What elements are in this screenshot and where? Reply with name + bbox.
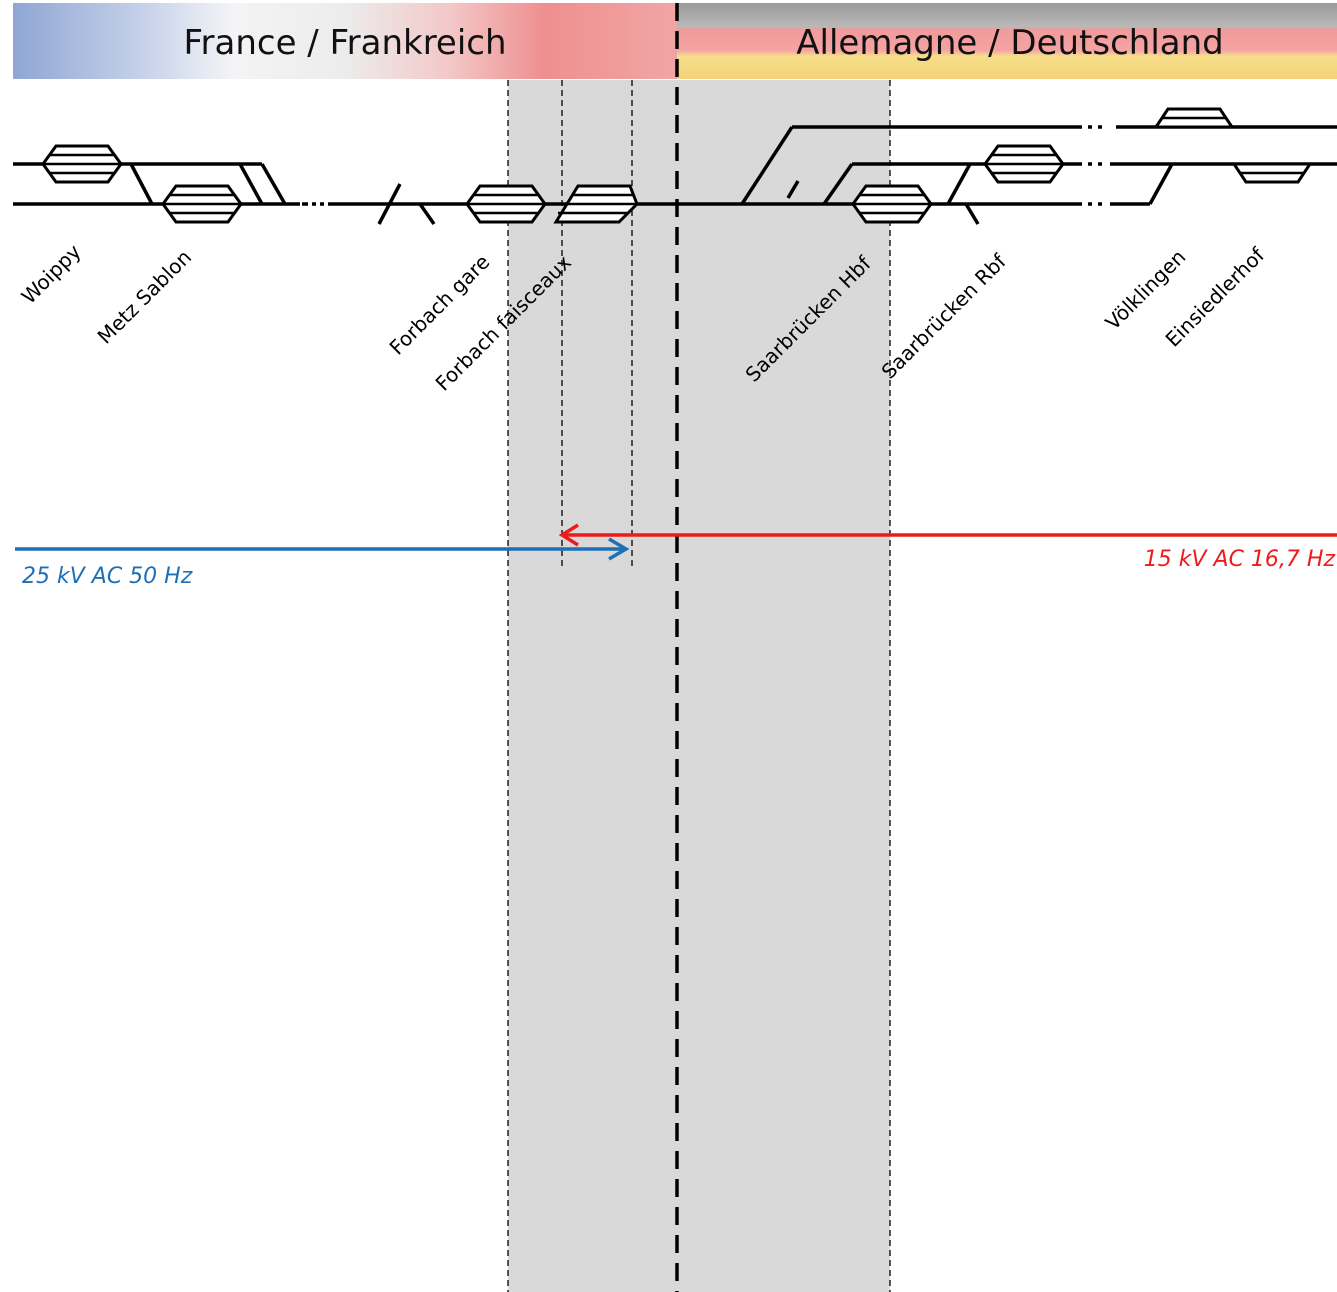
germany-flag-banner bbox=[677, 3, 1337, 79]
platform-forbach-faisceaux bbox=[553, 184, 639, 224]
platform-forbach-gare bbox=[465, 184, 547, 224]
country-label-germany: Allemagne / Deutschland bbox=[796, 23, 1224, 63]
platform-einsiedlerhof bbox=[1231, 162, 1313, 184]
transition-zone bbox=[508, 80, 890, 1292]
station-label: Woippy bbox=[17, 239, 86, 308]
platform-voelklingen bbox=[1153, 107, 1235, 129]
station-label: Metz Sablon bbox=[93, 245, 197, 349]
platform-saarbruecken-rbf bbox=[983, 144, 1065, 184]
france-voltage-label: 25 kV AC 50 Hz bbox=[22, 564, 193, 589]
platform-saarbruecken-hbf bbox=[851, 184, 933, 224]
france-voltage-range bbox=[15, 537, 630, 561]
germany-voltage-label: 15 kV AC 16,7 Hz bbox=[1144, 547, 1336, 572]
platform-metz-sablon bbox=[161, 184, 243, 224]
platform-woippy bbox=[41, 144, 123, 184]
station-label: Saarbrücken Rbf bbox=[877, 249, 1012, 384]
country-label-france: France / Frankreich bbox=[183, 23, 506, 63]
france-flag-banner bbox=[13, 3, 677, 79]
germany-voltage-range bbox=[558, 523, 1337, 547]
